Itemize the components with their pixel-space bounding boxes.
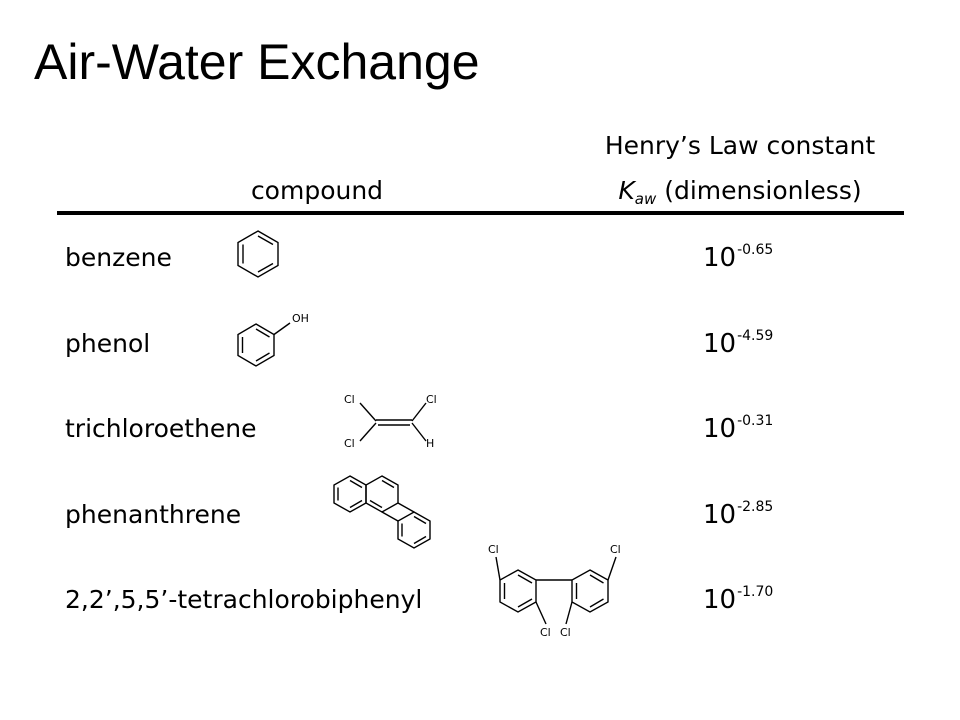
compound-name-phenanthrene: phenanthrene <box>65 500 242 529</box>
compound-name-phenol: phenol <box>65 329 151 358</box>
benzene-structure <box>232 228 284 280</box>
tetrachlorobiphenyl-structure: Cl Cl Cl Cl <box>482 540 632 642</box>
chlorine-label: Cl <box>540 626 551 639</box>
kaw-exponent: -0.65 <box>737 242 774 258</box>
chlorine-label: Cl <box>610 543 621 556</box>
kaw-base: 10 <box>703 329 737 359</box>
hydroxyl-label: OH <box>292 312 309 325</box>
slide-title: Air-Water Exchange <box>34 34 480 90</box>
henry-column-header: Henry’s Law constant <box>604 131 876 160</box>
kaw-unit: (dimensionless) <box>656 176 862 205</box>
kaw-symbol: K <box>618 176 635 205</box>
phenanthrene-structure <box>328 468 444 564</box>
kaw-subscript: aw <box>634 190 657 208</box>
compound-name-tetrachlorobiphenyl: 2,2’,5,5’-tetrachlorobiphenyl <box>65 585 423 614</box>
kaw-exponent: -0.31 <box>737 413 774 429</box>
chlorine-label: Cl <box>560 626 571 639</box>
chlorine-label: Cl <box>426 393 437 406</box>
chlorine-label: Cl <box>344 437 355 450</box>
phenol-structure: OH <box>228 306 318 372</box>
kaw-value-phenanthrene: 10-2.85 <box>703 499 774 534</box>
kaw-column-header: Kaw (dimensionless) <box>560 176 920 214</box>
header-rule <box>57 211 904 215</box>
chlorine-label: Cl <box>344 393 355 406</box>
compound-column-header: compound <box>250 176 384 205</box>
kaw-base: 10 <box>703 414 737 444</box>
kaw-value-trichloroethene: 10-0.31 <box>703 413 774 448</box>
kaw-base: 10 <box>703 585 737 615</box>
kaw-value-phenol: 10-4.59 <box>703 328 774 363</box>
kaw-value-benzene: 10-0.65 <box>703 242 774 277</box>
trichloroethene-structure: Cl Cl Cl H <box>340 387 450 455</box>
kaw-exponent: -1.70 <box>737 584 774 600</box>
kaw-base: 10 <box>703 500 737 530</box>
compound-name-trichloroethene: trichloroethene <box>65 414 257 443</box>
kaw-exponent: -2.85 <box>737 499 774 515</box>
kaw-value-tetrachlorobiphenyl: 10-1.70 <box>703 584 774 619</box>
kaw-exponent: -4.59 <box>737 328 774 344</box>
compound-name-benzene: benzene <box>65 243 172 272</box>
hydrogen-label: H <box>426 437 434 450</box>
chlorine-label: Cl <box>488 543 499 556</box>
kaw-base: 10 <box>703 243 737 273</box>
